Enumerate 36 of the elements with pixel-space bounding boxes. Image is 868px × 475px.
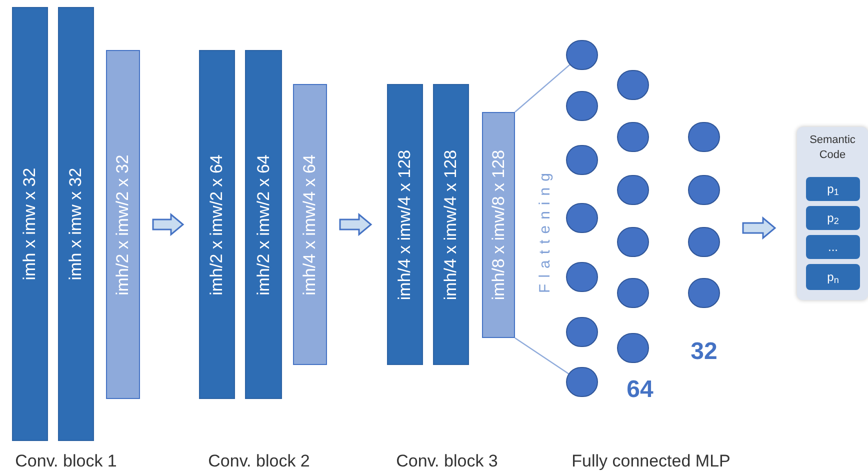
layer-dimension: imh x imw x 32 bbox=[20, 168, 40, 280]
panel-title: Semantic Code bbox=[808, 133, 856, 163]
layer-dimension: imh/4 x imw/4 x 64 bbox=[300, 154, 320, 295]
conv-layer-bar bbox=[433, 84, 469, 365]
conv-layer-bar bbox=[245, 50, 282, 399]
conv-layer-bar bbox=[387, 84, 423, 365]
block-caption: Conv. block 1 bbox=[15, 452, 117, 470]
output-panel bbox=[797, 127, 868, 300]
layer-dimension: imh/2 x imw/2 x 64 bbox=[254, 154, 274, 295]
connector-line bbox=[514, 338, 569, 374]
code-cell: p$_{n}$ bbox=[806, 264, 860, 290]
conv-layer-bar bbox=[58, 7, 94, 441]
code-cell: ... bbox=[806, 235, 860, 259]
block-arrow bbox=[339, 212, 372, 236]
code-cell: p$_{1}$ bbox=[806, 177, 860, 201]
pooling-layer-bar bbox=[293, 84, 327, 365]
neuron-count: 64 bbox=[626, 378, 654, 402]
pooling-layer-bar bbox=[106, 50, 140, 399]
layer-dimension: imh/4 x imw/4 x 128 bbox=[441, 149, 461, 300]
pooling-layer-bar bbox=[482, 112, 515, 338]
connector-line bbox=[514, 64, 570, 112]
block-caption: Conv. block 2 bbox=[208, 452, 310, 470]
block-caption: Conv. block 3 bbox=[396, 452, 498, 470]
layer-dimension: imh x imw x 32 bbox=[66, 168, 86, 280]
layer-label: Flattening bbox=[538, 167, 552, 293]
code-cell: p$_{2}$ bbox=[806, 206, 860, 230]
block-caption: Fully connected MLP bbox=[572, 452, 730, 470]
layer-dimension: imh/8 x imw/8 x 128 bbox=[488, 150, 508, 300]
layer-dimension: imh/2 x imw/2 x 32 bbox=[113, 154, 133, 295]
block-arrow bbox=[152, 212, 184, 236]
block-arrow bbox=[742, 216, 776, 240]
neuron-count: 32 bbox=[690, 340, 718, 364]
conv-layer-bar bbox=[12, 7, 48, 441]
layer-dimension: imh/4 x imw/4 x 128 bbox=[395, 149, 415, 300]
conv-layer-bar bbox=[199, 50, 235, 399]
layer-dimension: imh/2 x imw/2 x 64 bbox=[207, 154, 227, 295]
